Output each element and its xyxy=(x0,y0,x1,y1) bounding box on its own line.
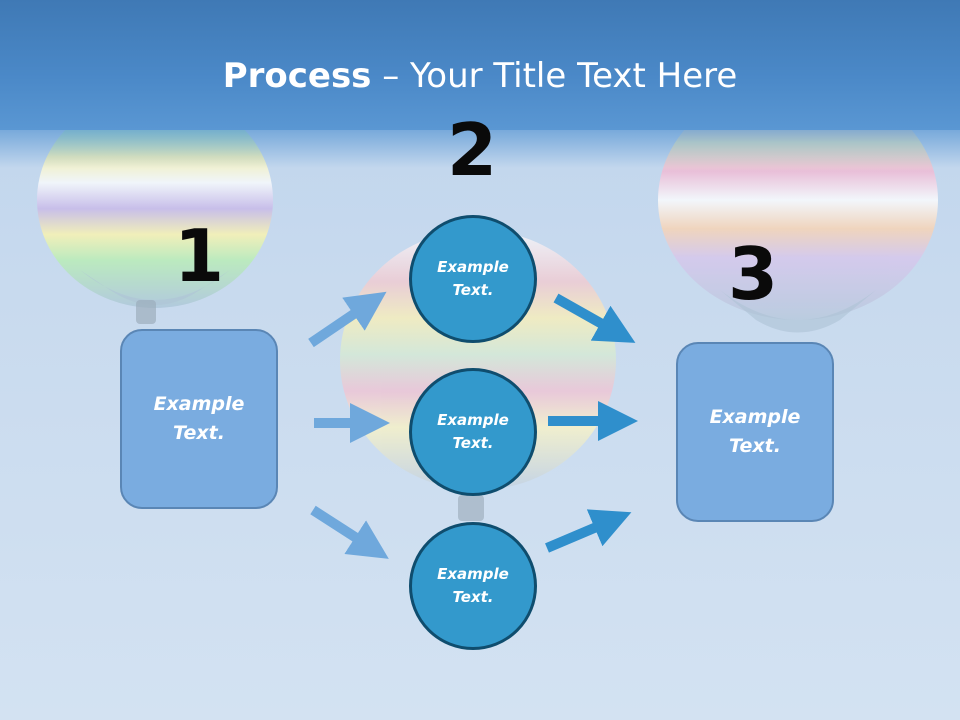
right-box-label: Example Text. xyxy=(700,403,810,461)
arrow-bottom-to-right xyxy=(545,509,632,553)
circle-middle: Example Text. xyxy=(409,368,537,496)
circle-middle-line2: Text. xyxy=(452,434,494,452)
title-bold: Process xyxy=(222,56,372,96)
circle-bottom-line2: Text. xyxy=(452,588,494,606)
page-title: Process – Your Title Text Here xyxy=(0,54,960,98)
left-box-line2: Text. xyxy=(173,422,225,444)
left-box-label: Example Text. xyxy=(144,390,254,448)
step-number-3: 3 xyxy=(727,232,779,316)
circle-bottom-line1: Example xyxy=(437,565,509,583)
circle-middle-line1: Example xyxy=(437,411,509,429)
circle-top-line1: Example xyxy=(437,258,509,276)
circle-top-label: Example Text. xyxy=(418,256,528,302)
title-bar xyxy=(0,0,960,130)
circle-top-line2: Text. xyxy=(452,281,494,299)
circle-bottom: Example Text. xyxy=(409,522,537,650)
right-box-line2: Text. xyxy=(729,435,781,457)
left-step-box: Example Text. xyxy=(120,329,278,509)
circle-middle-label: Example Text. xyxy=(418,409,528,455)
step-number-1: 1 xyxy=(173,214,225,298)
right-step-box: Example Text. xyxy=(676,342,834,522)
title-rest: – Your Title Text Here xyxy=(371,56,738,96)
step-number-2: 2 xyxy=(446,108,498,192)
circle-bottom-label: Example Text. xyxy=(418,563,528,609)
arrow-left-to-bottom xyxy=(310,505,389,559)
circle-top: Example Text. xyxy=(409,215,537,343)
right-box-line1: Example xyxy=(709,406,801,428)
arrow-top-to-right xyxy=(553,293,636,343)
arrow-left-to-top xyxy=(308,291,387,348)
title-bar-fade xyxy=(0,128,960,168)
left-box-line1: Example xyxy=(153,393,245,415)
